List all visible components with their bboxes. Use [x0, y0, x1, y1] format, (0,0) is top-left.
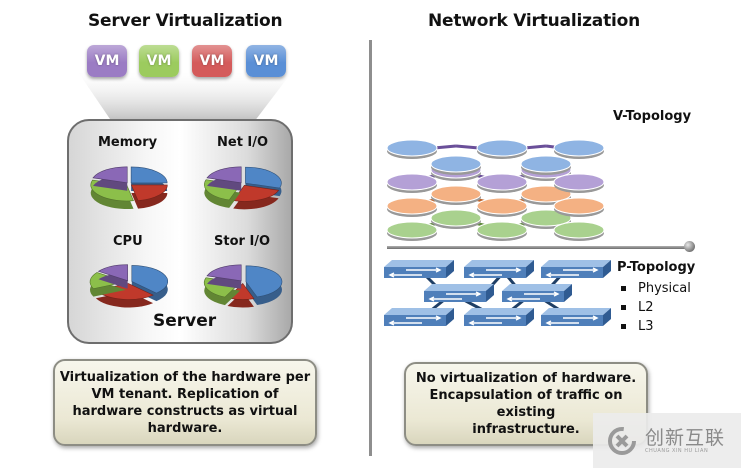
stor-io-pie-chart — [203, 264, 283, 308]
pie-slice-purple — [92, 166, 128, 191]
pie-label-stor-io: Stor I/O — [214, 234, 271, 249]
v-node-blue — [520, 155, 572, 175]
p-topology-diagram — [384, 260, 611, 326]
pie-slice-red — [232, 185, 280, 210]
memory-pie-chart — [90, 166, 168, 209]
note-line: hardware constructs as virtual — [72, 403, 298, 419]
switch-icon — [541, 308, 611, 326]
v-node-blue — [430, 155, 482, 175]
network-virtualization-title: Network Virtualization — [428, 11, 641, 31]
v-node-green — [476, 221, 528, 241]
server-label: Server — [153, 311, 217, 331]
v-node-blue — [476, 139, 528, 159]
v-node-purple — [476, 173, 528, 193]
layer-separator-line — [387, 246, 690, 249]
p-topology-item: L3 — [620, 317, 691, 336]
watermark-logo-icon — [608, 426, 636, 455]
pie-label-cpu: CPU — [113, 234, 143, 249]
v-topology-label: V-Topology — [613, 109, 692, 124]
v-node-purple — [386, 173, 438, 193]
note-line: Encapsulation of traffic on existing — [429, 388, 623, 420]
v-node-green — [553, 221, 605, 241]
separator-knob — [684, 241, 695, 252]
vm-tile: VM — [139, 45, 179, 77]
p-topology-item: Physical — [620, 279, 691, 298]
vm-tile: VM — [192, 45, 232, 77]
pie-slice-blue — [245, 265, 283, 305]
note-line: hardware. — [147, 420, 223, 436]
switch-icon — [464, 260, 534, 278]
vm-tile: VM — [246, 45, 286, 77]
server-box — [67, 119, 293, 344]
watermark: 创新互联 CHUANG XIN HU LIAN — [593, 413, 741, 468]
pie-slice-purple — [206, 166, 242, 191]
note-line: infrastructure. — [472, 422, 580, 437]
v-node-blue — [386, 139, 438, 159]
switch-icon — [502, 284, 572, 302]
v-node-green — [386, 221, 438, 241]
switch-icon — [541, 260, 611, 278]
p-topology-item: L2 — [620, 298, 691, 317]
v-node-orange — [476, 197, 528, 217]
watermark-en: CHUANG XIN HU LIAN — [645, 447, 709, 454]
server-virtualization-title: Server Virtualization — [88, 11, 283, 31]
cpu-pie-chart — [89, 264, 169, 308]
switch-icon — [384, 260, 454, 278]
v-topology-diagram — [386, 139, 605, 241]
pie-slice-purple — [206, 264, 242, 289]
vm-tile: VM — [87, 45, 127, 77]
pie-slice-purple — [97, 264, 128, 289]
note-line: VM tenant. Replication of — [91, 386, 279, 402]
note-line: No virtualization of hardware. — [415, 371, 637, 386]
v-node-orange — [386, 197, 438, 217]
v-node-blue — [553, 139, 605, 159]
watermark-cn: 创新互联 — [645, 426, 726, 449]
p-topology-label: P-Topology — [617, 260, 696, 275]
pie-slice-blue — [131, 265, 169, 302]
pie-slice-red — [130, 184, 168, 209]
v-node-orange — [553, 197, 605, 217]
pie-label-net-io: Net I/O — [217, 135, 269, 150]
server-virtualization-note: Virtualization of the hardware per VM te… — [53, 359, 317, 446]
switch-icon — [424, 284, 494, 302]
v-node-green — [430, 209, 482, 229]
v-node-purple — [553, 173, 605, 193]
vertical-divider — [369, 40, 372, 456]
switch-icon — [384, 308, 454, 326]
p-topology-list: Physical L2 L3 — [620, 279, 691, 336]
switch-icon — [464, 308, 534, 326]
note-line: Virtualization of the hardware per — [59, 369, 311, 385]
v-node-orange — [430, 185, 482, 205]
net-io-pie-chart — [204, 166, 282, 210]
pie-label-memory: Memory — [98, 135, 158, 150]
